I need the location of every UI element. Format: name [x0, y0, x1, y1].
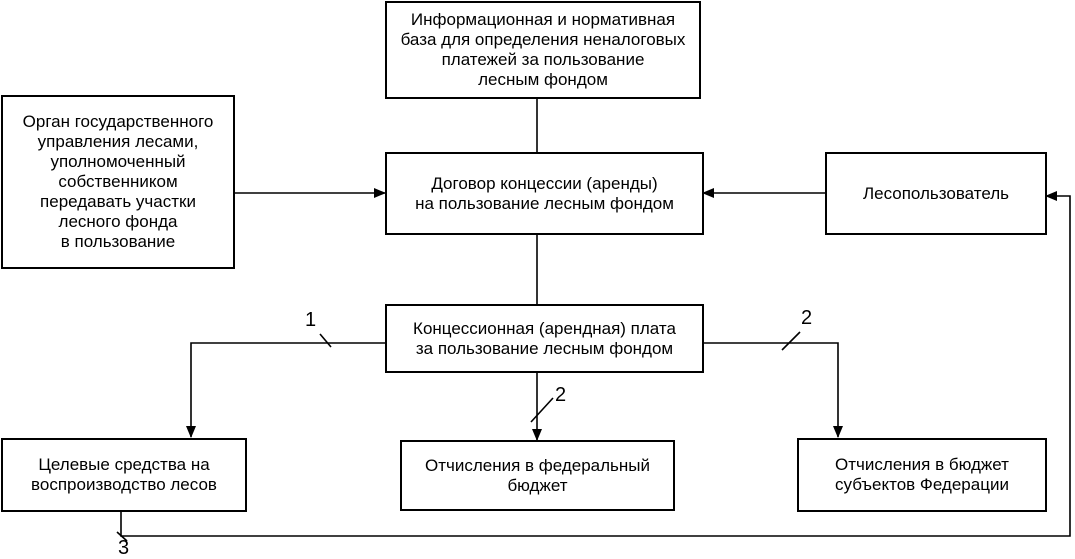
federal-budget-box: Отчисления в федеральный бюджет [400, 440, 675, 511]
arrow-target-funds-to-user [120, 191, 1071, 537]
tick-label-2-right [781, 331, 801, 351]
federal-budget-text: Отчисления в федеральный бюджет [424, 455, 651, 495]
info-base-text: Информационная и нормативная база для оп… [400, 10, 686, 89]
label-branch-2-middle: 2 [555, 384, 567, 406]
authority-text: Орган государственного управления лесами… [22, 112, 214, 251]
payment-text: Концессионная (арендная) плата за пользо… [413, 318, 676, 358]
target-funds-box: Целевые средства на воспроизводство лесо… [1, 438, 247, 512]
tick-label-1 [319, 333, 332, 348]
forest-user-box: Лесопользователь [825, 152, 1047, 235]
label-branch-2-right: 2 [801, 307, 813, 329]
info-base-box: Информационная и нормативная база для оп… [385, 1, 701, 99]
contract-text: Договор концессии (аренды) на пользовани… [415, 173, 674, 213]
authority-box: Орган государственного управления лесами… [1, 95, 235, 269]
regional-budget-box: Отчисления в бюджет субъектов Федерации [797, 438, 1047, 512]
label-branch-1: 1 [305, 309, 317, 331]
forest-user-text: Лесопользователь [862, 183, 1010, 203]
contract-box: Договор концессии (аренды) на пользовани… [385, 152, 704, 235]
target-funds-text: Целевые средства на воспроизводство лесо… [31, 455, 217, 494]
tick-label-3 [116, 531, 128, 542]
arrow-payment-to-target-funds [186, 342, 385, 438]
regional-budget-text: Отчисления в бюджет субъектов Федерации [835, 455, 1009, 494]
arrow-payment-to-regional [703, 342, 843, 438]
payment-box: Концессионная (арендная) плата за пользо… [385, 304, 704, 373]
tick-label-2-middle [530, 397, 554, 423]
label-return-3: 3 [118, 537, 130, 559]
